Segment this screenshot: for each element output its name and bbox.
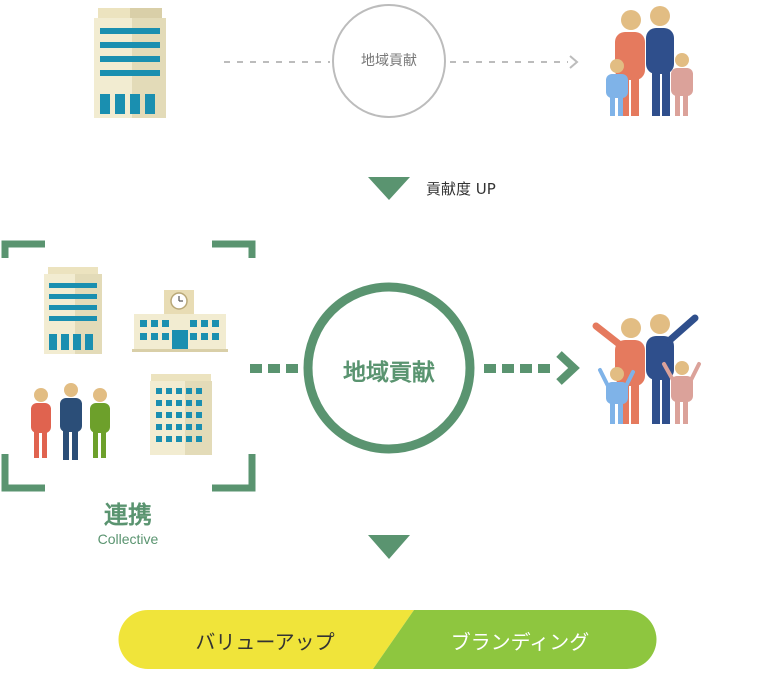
top-contribution-circle (332, 4, 446, 118)
collective-frame (1, 240, 256, 492)
collective-title: 連携 (104, 501, 152, 529)
business-people-icon (31, 383, 110, 460)
down-arrow-icon (368, 177, 410, 200)
branding-segment (373, 610, 657, 669)
contribution-up-label: 貢献度 UP (426, 180, 496, 198)
middle-arrowhead-icon (556, 351, 580, 385)
value-up-label: バリューアップ (195, 630, 335, 654)
top-arrowhead-icon (569, 55, 579, 69)
family-cheering-icon (592, 314, 701, 424)
middle-contribution-circle (303, 282, 475, 454)
branding-label: ブランディング (450, 630, 590, 654)
top-circle-label: 地域貢献 (361, 53, 417, 69)
office-building-icon (44, 267, 102, 354)
value-up-segment (118, 610, 414, 669)
school-icon (132, 290, 228, 352)
collective-subtitle: Collective (97, 531, 159, 547)
down-arrow-icon (368, 535, 410, 559)
office-building-icon (94, 8, 166, 118)
outcome-pill (118, 610, 657, 669)
middle-connector-right (484, 364, 550, 373)
apartment-icon (150, 374, 212, 455)
family-icon (606, 6, 693, 116)
middle-connector-left (250, 364, 298, 373)
middle-circle-label: 地域貢献 (343, 360, 435, 386)
